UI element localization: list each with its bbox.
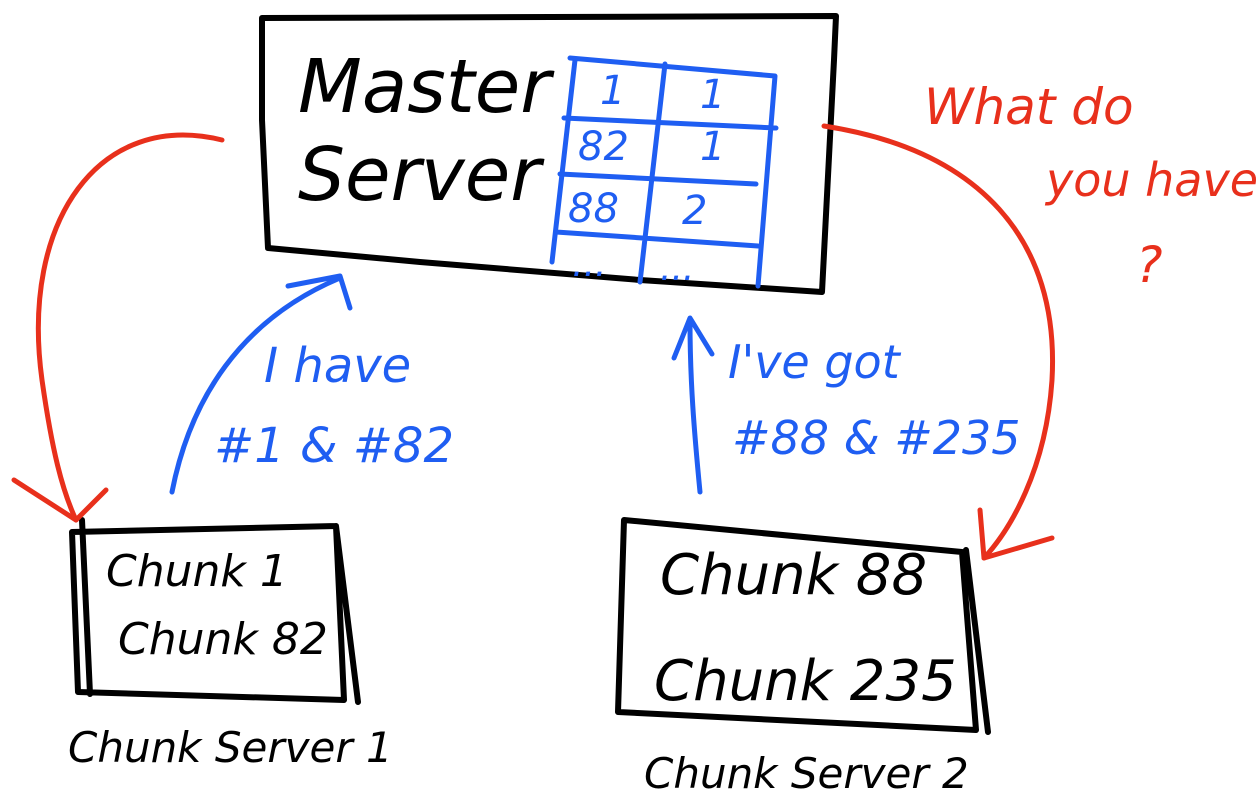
chunk-server-2-chunk-2: Chunk 235: [654, 649, 957, 714]
report-arrow-cs1-head: [285, 273, 353, 311]
query-line1: What do: [924, 78, 1134, 136]
cs1-report-line1: I have: [264, 338, 411, 394]
table-cell-r2c1: 82: [578, 124, 629, 170]
chunk-server-1: Chunk 1 Chunk 82 Chunk Server 1: [68, 517, 393, 772]
cs1-report-line2: #1 & #82: [214, 418, 454, 474]
table-cell-r1c1: 1: [600, 68, 625, 114]
table-cell-r1c2: 1: [700, 72, 725, 118]
report-arrow-cs2-head: [671, 315, 715, 361]
chunk-server-1-chunk-1: Chunk 1: [106, 546, 288, 597]
chunk-server-2-box: [615, 517, 991, 735]
query-line3: ?: [1136, 236, 1163, 294]
table-cell-r2c2: 1: [700, 124, 725, 170]
report-arrow-cs2-line: [687, 319, 703, 495]
chunk-server-1-box: [69, 517, 361, 705]
chunk-server-1-chunk-2: Chunk 82: [118, 614, 328, 665]
query-arrow-to-cs2-line: [821, 123, 1056, 561]
master-title-line2: Server: [298, 132, 545, 218]
report-arrow-cs2: [671, 315, 715, 495]
table-cell-r3c2: 2: [682, 188, 707, 234]
table-cell-r3c1: 88: [568, 186, 619, 232]
cs2-report-line2: #88 & #235: [732, 411, 1021, 465]
table-cell-r4c1: ...: [572, 244, 606, 285]
chunk-server-2-label: Chunk Server 2: [644, 749, 969, 798]
table-grid: [549, 55, 779, 289]
query-arrow-to-cs1-head: [11, 477, 109, 523]
report-arrow-cs1: [169, 273, 353, 495]
query-arrow-to-cs1-line: [35, 132, 225, 523]
chunk-server-2-chunk-1: Chunk 88: [660, 543, 927, 608]
report-arrow-cs1-line: [169, 275, 343, 495]
cs2-report-line1: I've got: [728, 335, 902, 389]
chunk-location-table: 1 1 82 1 88 2 ... ...: [549, 55, 779, 289]
query-arrow-to-cs2-head: [977, 507, 1055, 561]
table-cell-r4c2: ...: [660, 248, 694, 289]
query-arrow-to-cs2: [821, 123, 1056, 561]
chunk-server-2: Chunk 88 Chunk 235 Chunk Server 2: [615, 517, 991, 798]
master-server: Master Server 1 1 82 1 88 2 ... ...: [259, 13, 839, 295]
master-title-line1: Master: [298, 44, 555, 130]
query-arrow-to-cs1: [11, 132, 225, 523]
chunk-server-1-label: Chunk Server 1: [68, 723, 393, 772]
query-line2: you have: [1044, 153, 1258, 207]
